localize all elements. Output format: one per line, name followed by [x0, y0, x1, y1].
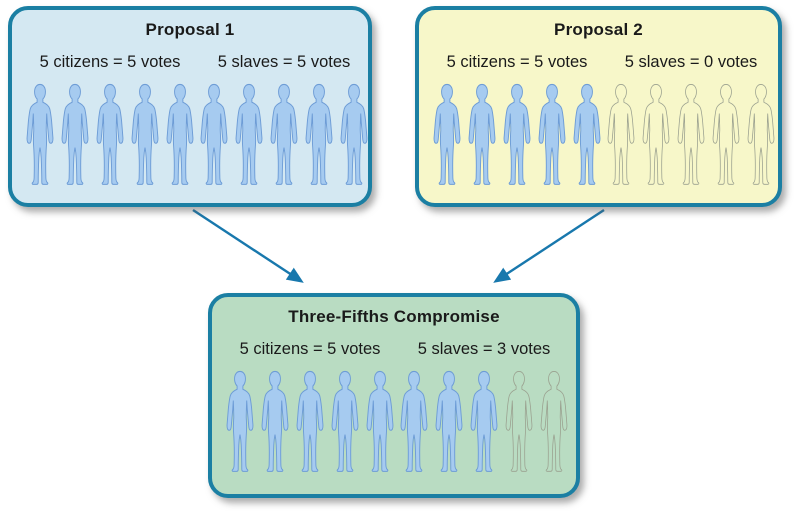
- person-silhouette-icon: [400, 370, 428, 472]
- compromise-groups: 5 citizens = 5 votes 5 slaves = 3 votes: [218, 340, 570, 473]
- proposal2-title: Proposal 2: [554, 20, 643, 39]
- person-silhouette-icon: [226, 370, 254, 472]
- person-silhouette-icon: [540, 371, 568, 472]
- proposal1-slaves-figures: [197, 83, 371, 186]
- proposal1-citizens-figures: [23, 83, 197, 186]
- arrow-proposal2-to-compromise-icon: [493, 208, 605, 283]
- compromise-citizens-figures: [223, 370, 397, 473]
- compromise-box: Three-Fifths Compromise 5 citizens = 5 v…: [208, 293, 580, 498]
- arrow-proposal1-to-compromise-icon: [192, 208, 304, 283]
- person-silhouette-icon: [747, 84, 775, 185]
- proposal1-title: Proposal 1: [145, 20, 235, 39]
- person-silhouette-icon: [200, 83, 228, 185]
- proposal2-citizens-label: 5 citizens = 5 votes: [446, 53, 588, 71]
- proposal2-box: Proposal 2 5 citizens = 5 votes 5 slaves…: [415, 6, 782, 207]
- person-silhouette-icon: [712, 84, 740, 185]
- proposal1-groups: 5 citizens = 5 votes 5 slaves = 5 votes: [18, 53, 368, 186]
- person-silhouette-icon: [433, 83, 461, 185]
- person-silhouette-icon: [235, 83, 263, 185]
- proposal1-slaves-group: 5 slaves = 5 votes: [197, 53, 371, 186]
- person-silhouette-icon: [642, 84, 670, 185]
- person-silhouette-icon: [677, 84, 705, 185]
- person-silhouette-icon: [296, 370, 324, 472]
- proposal1-citizens-label: 5 citizens = 5 votes: [39, 53, 181, 71]
- compromise-slaves-figures: [397, 370, 571, 473]
- person-silhouette-icon: [340, 83, 368, 185]
- person-silhouette-icon: [270, 83, 298, 185]
- person-silhouette-icon: [96, 83, 124, 185]
- person-silhouette-icon: [538, 83, 566, 185]
- person-silhouette-icon: [505, 371, 533, 472]
- compromise-slaves-group: 5 slaves = 3 votes: [397, 340, 571, 473]
- proposal1-slaves-label: 5 slaves = 5 votes: [217, 53, 351, 71]
- proposal2-slaves-figures: [604, 83, 778, 186]
- person-silhouette-icon: [131, 83, 159, 185]
- proposal1-box: Proposal 1 5 citizens = 5 votes 5 slaves…: [8, 6, 372, 207]
- person-silhouette-icon: [435, 370, 463, 472]
- compromise-citizens-group: 5 citizens = 5 votes: [223, 340, 397, 473]
- person-silhouette-icon: [607, 84, 635, 185]
- proposal1-citizens-group: 5 citizens = 5 votes: [23, 53, 197, 186]
- person-silhouette-icon: [305, 83, 333, 185]
- proposal2-slaves-label: 5 slaves = 0 votes: [624, 53, 758, 71]
- person-silhouette-icon: [503, 83, 531, 185]
- proposal2-groups: 5 citizens = 5 votes 5 slaves = 0 votes: [425, 53, 775, 186]
- person-silhouette-icon: [366, 370, 394, 472]
- compromise-citizens-label: 5 citizens = 5 votes: [239, 340, 381, 358]
- proposal2-slaves-group: 5 slaves = 0 votes: [604, 53, 778, 186]
- compromise-title: Three-Fifths Compromise: [288, 307, 500, 326]
- proposal2-citizens-figures: [430, 83, 604, 186]
- person-silhouette-icon: [61, 83, 89, 185]
- person-silhouette-icon: [470, 370, 498, 472]
- person-silhouette-icon: [166, 83, 194, 185]
- person-silhouette-icon: [331, 370, 359, 472]
- person-silhouette-icon: [261, 370, 289, 472]
- compromise-slaves-label: 5 slaves = 3 votes: [417, 340, 551, 358]
- person-silhouette-icon: [573, 83, 601, 185]
- person-silhouette-icon: [468, 83, 496, 185]
- person-silhouette-icon: [26, 83, 54, 185]
- proposal2-citizens-group: 5 citizens = 5 votes: [430, 53, 604, 186]
